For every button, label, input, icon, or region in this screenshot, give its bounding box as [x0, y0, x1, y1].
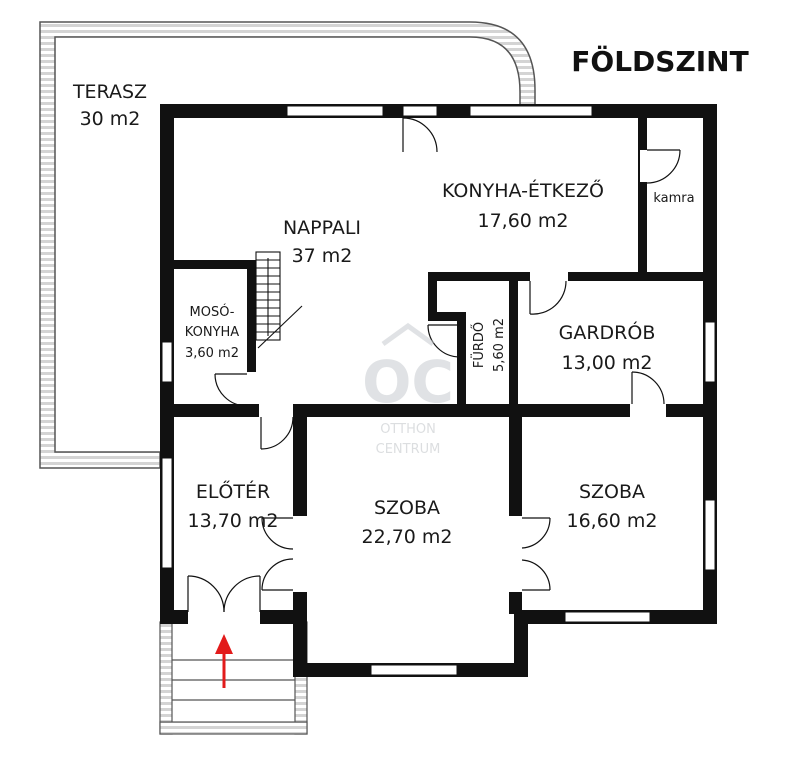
entrance-arrow — [215, 634, 233, 688]
gardrob-name: GARDRÓB — [559, 320, 656, 344]
staircase — [255, 251, 303, 349]
door-openings — [188, 150, 666, 624]
szoba2-name: SZOBA — [579, 481, 645, 503]
furdo-area: 5,60 m2 — [492, 318, 507, 372]
szoba2-area: 16,60 m2 — [566, 510, 657, 532]
moso-area: 3,60 m2 — [185, 346, 239, 361]
nappali-name: NAPPALI — [283, 217, 361, 239]
room-labels: TERASZ 30 m2 NAPPALI 37 m2 KONYHA-ÉTKEZŐ… — [72, 81, 695, 548]
konyha-area: 17,60 m2 — [477, 210, 568, 232]
moso-name-1: MOSÓ- — [190, 304, 235, 320]
terasz-area: 30 m2 — [80, 108, 141, 130]
terasz-name: TERASZ — [72, 81, 147, 103]
eloter-name: ELŐTÉR — [196, 479, 270, 503]
door-swings — [187, 117, 681, 613]
szoba1-name: SZOBA — [374, 497, 440, 519]
watermark-mark: OC — [362, 348, 454, 416]
watermark-logo: OC OTTHON CENTRUM — [362, 322, 454, 457]
gardrob-area: 13,00 m2 — [561, 352, 652, 374]
szoba1-area: 22,70 m2 — [361, 526, 452, 548]
terrace-outline — [39, 21, 536, 469]
floor-title: FÖLDSZINT — [571, 44, 748, 78]
interior-walls — [160, 118, 717, 614]
eloter-area: 13,70 m2 — [187, 510, 278, 532]
nappali-area: 37 m2 — [292, 245, 353, 267]
watermark-line2: CENTRUM — [376, 442, 441, 457]
kamra-name: kamra — [653, 191, 694, 206]
entrance-steps — [159, 621, 308, 735]
moso-name-2: KONYHA — [185, 325, 239, 340]
konyha-name: KONYHA-ÉTKEZŐ — [442, 178, 604, 202]
furdo-name: FÜRDŐ — [470, 322, 487, 368]
watermark-line1: OTTHON — [380, 422, 436, 437]
